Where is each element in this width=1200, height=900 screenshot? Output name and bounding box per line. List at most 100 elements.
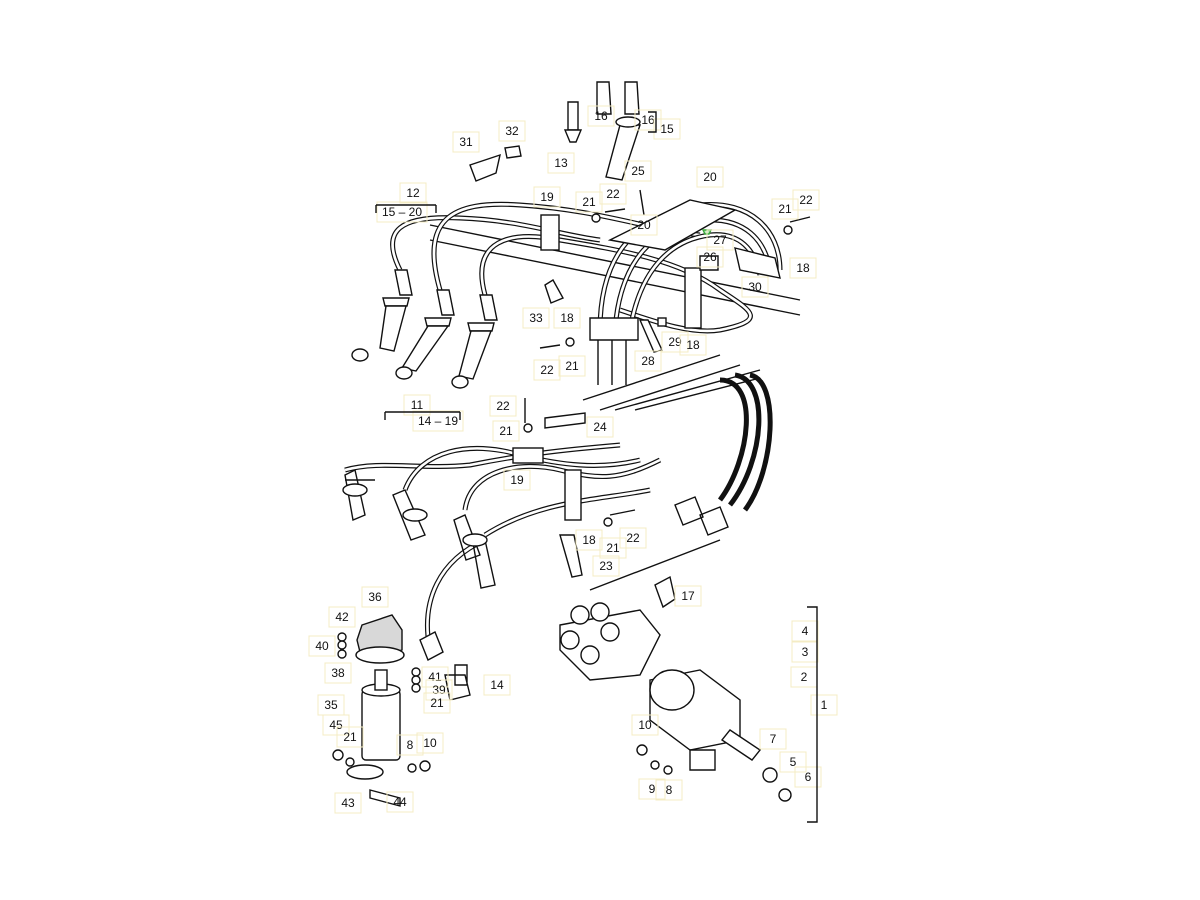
callout-box <box>483 674 511 696</box>
callout-box <box>492 420 520 442</box>
callout-label-24[interactable]: 24 <box>593 420 607 434</box>
lower-harness <box>342 372 773 651</box>
callout-label-18[interactable]: 18 <box>796 261 810 275</box>
callout-label-8[interactable]: 8 <box>666 783 673 797</box>
callout-label-41[interactable]: 41 <box>428 670 442 684</box>
callout-box <box>759 728 787 750</box>
callout-label-11[interactable]: 11 <box>411 398 424 412</box>
callout-label-17[interactable]: 17 <box>681 589 695 603</box>
callout-box <box>452 131 480 153</box>
callout-label-21[interactable]: 21 <box>565 359 579 373</box>
callout-box <box>503 469 531 491</box>
callout-label-33[interactable]: 33 <box>529 311 543 325</box>
callout-label-8[interactable]: 8 <box>407 738 414 752</box>
callout-label-39[interactable]: 39 <box>432 683 446 697</box>
callout-box <box>794 766 822 788</box>
callout-label-13[interactable]: 13 <box>554 156 568 170</box>
callout-label-28[interactable]: 28 <box>641 354 655 368</box>
callout-label-44[interactable]: 44 <box>393 795 407 809</box>
callout-label-10[interactable]: 10 <box>638 718 652 732</box>
callout-box <box>661 331 689 353</box>
callout-box <box>653 118 681 140</box>
callout-label-35[interactable]: 35 <box>324 698 338 712</box>
callout-label-32[interactable]: 32 <box>505 124 519 138</box>
callout-box <box>334 792 362 814</box>
callout-label-1520[interactable]: 15 – 20 <box>382 205 422 219</box>
callout-label-20[interactable]: 20 <box>703 170 717 184</box>
callout-label-5[interactable]: 5 <box>790 755 797 769</box>
callout-label-3[interactable]: 3 <box>802 645 809 659</box>
callout-box <box>416 732 444 754</box>
callout-label-29[interactable]: 29 <box>668 335 682 349</box>
callout-box <box>322 714 350 736</box>
callout-label-1419[interactable]: 14 – 19 <box>418 414 458 428</box>
callout-label-21[interactable]: 21 <box>430 696 444 710</box>
callout-label-36[interactable]: 36 <box>368 590 382 604</box>
callout-box <box>791 620 819 642</box>
callout-label-38[interactable]: 38 <box>331 666 345 680</box>
callout-label-21[interactable]: 21 <box>499 424 513 438</box>
callout-label-7[interactable]: 7 <box>770 732 777 746</box>
callout-label-40[interactable]: 40 <box>315 639 329 653</box>
callout-box <box>533 186 561 208</box>
callout-box <box>592 555 620 577</box>
callout-label-31[interactable]: 31 <box>459 135 473 149</box>
callout-label-4[interactable]: 4 <box>802 624 809 638</box>
callout-label-26[interactable]: 26 <box>703 250 717 264</box>
callout-label-27[interactable]: 27 <box>713 233 727 247</box>
callout-box <box>575 191 603 213</box>
callout-box <box>498 120 526 142</box>
callout-label-10[interactable]: 10 <box>423 736 437 750</box>
callout-label-21[interactable]: 21 <box>343 730 357 744</box>
callout-label-42[interactable]: 42 <box>335 610 349 624</box>
callout-box <box>489 395 517 417</box>
callout-label-20[interactable]: 20 <box>637 218 651 232</box>
callout-label-21[interactable]: 21 <box>606 541 620 555</box>
callout-label-15[interactable]: 15 <box>660 122 674 136</box>
callout-box <box>696 166 724 188</box>
callout-box <box>599 183 627 205</box>
callout-box <box>634 350 662 372</box>
callout-label-18[interactable]: 18 <box>560 311 574 325</box>
callout-label-14[interactable]: 14 <box>490 678 504 692</box>
callout-box <box>547 152 575 174</box>
callout-label-30[interactable]: 30 <box>748 280 762 294</box>
callout-label-22[interactable]: 22 <box>799 193 813 207</box>
callout-box <box>779 751 807 773</box>
callout-label-23[interactable]: 23 <box>599 559 613 573</box>
callout-label-9[interactable]: 9 <box>649 782 656 796</box>
callout-label-22[interactable]: 22 <box>606 187 620 201</box>
callout-box <box>533 359 561 381</box>
callout-label-22[interactable]: 22 <box>626 531 640 545</box>
callout-label-16[interactable]: 16 <box>641 113 655 127</box>
callout-box <box>553 307 581 329</box>
callout-box <box>792 189 820 211</box>
callout-label-12[interactable]: 12 <box>406 186 420 200</box>
callout-label-22[interactable]: 22 <box>496 399 510 413</box>
callout-label-2[interactable]: 2 <box>801 670 808 684</box>
callout-box <box>575 529 603 551</box>
callout-box <box>619 527 647 549</box>
callout-box <box>771 198 799 220</box>
callout-box <box>558 355 586 377</box>
callout-label-43[interactable]: 43 <box>341 796 355 810</box>
callout-box <box>376 201 428 223</box>
callout-box <box>655 779 683 801</box>
callout-label-19[interactable]: 19 <box>510 473 524 487</box>
callout-box <box>403 394 431 416</box>
callout-label-18[interactable]: 18 <box>582 533 596 547</box>
callout-label-21[interactable]: 21 <box>582 195 596 209</box>
ignition-coil <box>332 614 471 807</box>
callout-label-16[interactable]: 16 <box>594 109 608 123</box>
callout-box <box>630 214 658 236</box>
callout-box <box>396 734 424 756</box>
callout-label-18[interactable]: 18 <box>686 338 700 352</box>
callout-label-22[interactable]: 22 <box>540 363 554 377</box>
callout-label-19[interactable]: 19 <box>540 190 554 204</box>
callout-label-45[interactable]: 45 <box>329 718 343 732</box>
callout-label-6[interactable]: 6 <box>805 770 812 784</box>
callout-box <box>587 105 615 127</box>
callout-label-25[interactable]: 25 <box>631 164 645 178</box>
callout-label-1[interactable]: 1 <box>821 698 828 712</box>
callout-label-21[interactable]: 21 <box>778 202 792 216</box>
